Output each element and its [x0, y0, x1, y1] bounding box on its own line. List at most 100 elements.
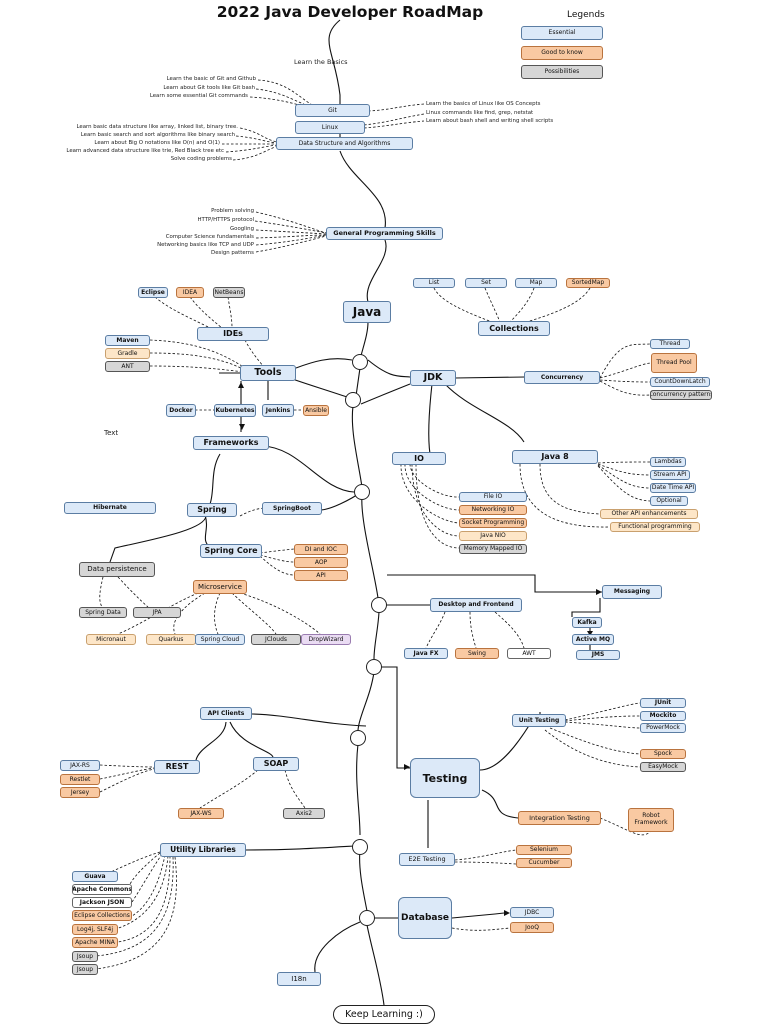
jsoup-node-2[interactable]: Jsoup [72, 964, 98, 975]
restlet-node[interactable]: Restlet [60, 774, 100, 785]
eclipse-collections-node[interactable]: Eclipse Collections [72, 910, 132, 921]
general-programming-node[interactable]: General Programming Skills [326, 227, 443, 240]
database-node[interactable]: Database [398, 897, 452, 939]
log4j-node[interactable]: Log4j, SLF4j [72, 924, 118, 935]
idea-node[interactable]: IDEA [176, 287, 204, 298]
concurrency-patterns-node[interactable]: Concurrency patterns [650, 390, 712, 400]
desktop-frontend-node[interactable]: Desktop and Frontend [430, 598, 522, 612]
dropwizard-node[interactable]: DropWizard [301, 634, 351, 645]
countdownlatch-node[interactable]: CountDownLatch [650, 377, 710, 387]
networking-io-node[interactable]: Networking IO [459, 505, 527, 515]
hibernate-node[interactable]: Hibernate [64, 502, 156, 514]
ides-node[interactable]: IDEs [197, 327, 269, 341]
frameworks-node[interactable]: Frameworks [193, 436, 269, 450]
kafka-node[interactable]: Kafka [572, 617, 602, 628]
map-node[interactable]: Map [515, 278, 557, 288]
powermock-node[interactable]: PowerMock [640, 723, 686, 733]
spring-cloud-node[interactable]: Spring Cloud [195, 634, 245, 645]
mockito-node[interactable]: Mockito [640, 711, 686, 721]
spock-node[interactable]: Spock [640, 749, 686, 759]
jpa-node[interactable]: JPA [133, 607, 181, 618]
apache-commons-node[interactable]: Apache Commons [72, 884, 132, 895]
i18n-node[interactable]: I18n [277, 972, 321, 986]
optional-node[interactable]: Optional [650, 496, 688, 506]
stream-api-node[interactable]: Stream API [650, 470, 690, 480]
java-nio-node[interactable]: Java NIO [459, 531, 527, 541]
activemq-node[interactable]: Active MQ [572, 634, 614, 645]
general-note-4: Computer Science fundamentals [165, 234, 254, 240]
jms-node[interactable]: JMS [576, 650, 620, 660]
jersey-node[interactable]: Jersey [60, 787, 100, 798]
cucumber-node[interactable]: Cucumber [516, 858, 572, 868]
jsoup-node-1[interactable]: Jsoup [72, 951, 98, 962]
swing-node[interactable]: Swing [455, 648, 499, 659]
java-node[interactable]: Java [343, 301, 391, 323]
robot-framework-node[interactable]: Robot Framework [628, 808, 674, 832]
date-time-api-node[interactable]: Date Time API [650, 483, 696, 493]
apache-mina-node[interactable]: Apache MINA [72, 937, 118, 948]
quarkus-node[interactable]: Quarkus [146, 634, 196, 645]
api-node[interactable]: API [294, 570, 348, 581]
java8-node[interactable]: Java 8 [512, 450, 598, 464]
testing-node[interactable]: Testing [410, 758, 480, 798]
spring-core-node[interactable]: Spring Core [200, 544, 262, 558]
javafx-node[interactable]: Java FX [404, 648, 448, 659]
soap-node[interactable]: SOAP [253, 757, 299, 771]
micronaut-node[interactable]: Micronaut [86, 634, 136, 645]
rest-node[interactable]: REST [154, 760, 200, 774]
utility-libraries-node[interactable]: Utility Libraries [160, 843, 246, 857]
jooq-node[interactable]: JooQ [510, 922, 554, 933]
awt-node[interactable]: AWT [507, 648, 551, 659]
guava-node[interactable]: Guava [72, 871, 118, 882]
springboot-node[interactable]: SpringBoot [262, 502, 322, 515]
jclouds-node[interactable]: JClouds [251, 634, 301, 645]
io-node[interactable]: IO [392, 452, 446, 465]
ansible-node[interactable]: Ansible [303, 405, 329, 416]
junit-node[interactable]: JUnit [640, 698, 686, 708]
linux-node[interactable]: Linux [295, 121, 365, 134]
dsa-node[interactable]: Data Structure and Algorithms [276, 137, 413, 150]
api-clients-node[interactable]: API Clients [200, 707, 252, 720]
di-ioc-node[interactable]: DI and IOC [294, 544, 348, 555]
spring-node[interactable]: Spring [187, 503, 237, 517]
axis2-node[interactable]: Axis2 [283, 808, 325, 819]
git-node[interactable]: Git [295, 104, 370, 117]
eclipse-node[interactable]: Eclipse [138, 287, 168, 298]
messaging-node[interactable]: Messaging [602, 585, 662, 599]
maven-node[interactable]: Maven [105, 335, 150, 346]
jaxrs-node[interactable]: JAX-RS [60, 760, 100, 771]
data-persistence-node[interactable]: Data persistence [79, 562, 155, 577]
microservice-node[interactable]: Microservice [193, 580, 247, 594]
docker-node[interactable]: Docker [166, 404, 196, 417]
jenkins-node[interactable]: Jenkins [262, 404, 294, 417]
sortedmap-node[interactable]: SortedMap [566, 278, 610, 288]
spring-data-node[interactable]: Spring Data [79, 607, 127, 618]
functional-programming-node[interactable]: Functional programming [610, 522, 700, 532]
thread-pool-node[interactable]: Thread Pool [651, 353, 697, 373]
collections-node[interactable]: Collections [478, 321, 550, 336]
easymock-node[interactable]: EasyMock [640, 762, 686, 772]
gradle-node[interactable]: Gradle [105, 348, 150, 359]
jackson-json-node[interactable]: Jackson JSON [72, 897, 132, 908]
set-node[interactable]: Set [465, 278, 507, 288]
netbeans-node[interactable]: NetBeans [213, 287, 245, 298]
ant-node[interactable]: ANT [105, 361, 150, 372]
socket-programming-node[interactable]: Socket Programming [459, 518, 527, 528]
unit-testing-node[interactable]: Unit Testing [512, 714, 566, 727]
concurrency-node[interactable]: Concurrency [524, 371, 600, 384]
e2e-testing-node[interactable]: E2E Testing [399, 853, 455, 866]
integration-testing-node[interactable]: Integration Testing [518, 811, 601, 825]
other-api-node[interactable]: Other API enhancements [600, 509, 698, 519]
jaxws-node[interactable]: JAX-WS [178, 808, 224, 819]
memory-mapped-io-node[interactable]: Memory Mapped IO [459, 544, 527, 554]
jdbc-node[interactable]: JDBC [510, 907, 554, 918]
lambdas-node[interactable]: Lambdas [650, 457, 686, 467]
aop-node[interactable]: AOP [294, 557, 348, 568]
tools-node[interactable]: Tools [240, 365, 296, 381]
thread-node[interactable]: Thread [650, 339, 690, 349]
selenium-node[interactable]: Selenium [516, 845, 572, 855]
file-io-node[interactable]: File IO [459, 492, 527, 502]
list-node[interactable]: List [413, 278, 455, 288]
jdk-node[interactable]: JDK [410, 370, 456, 386]
kubernetes-node[interactable]: Kubernetes [214, 404, 256, 417]
